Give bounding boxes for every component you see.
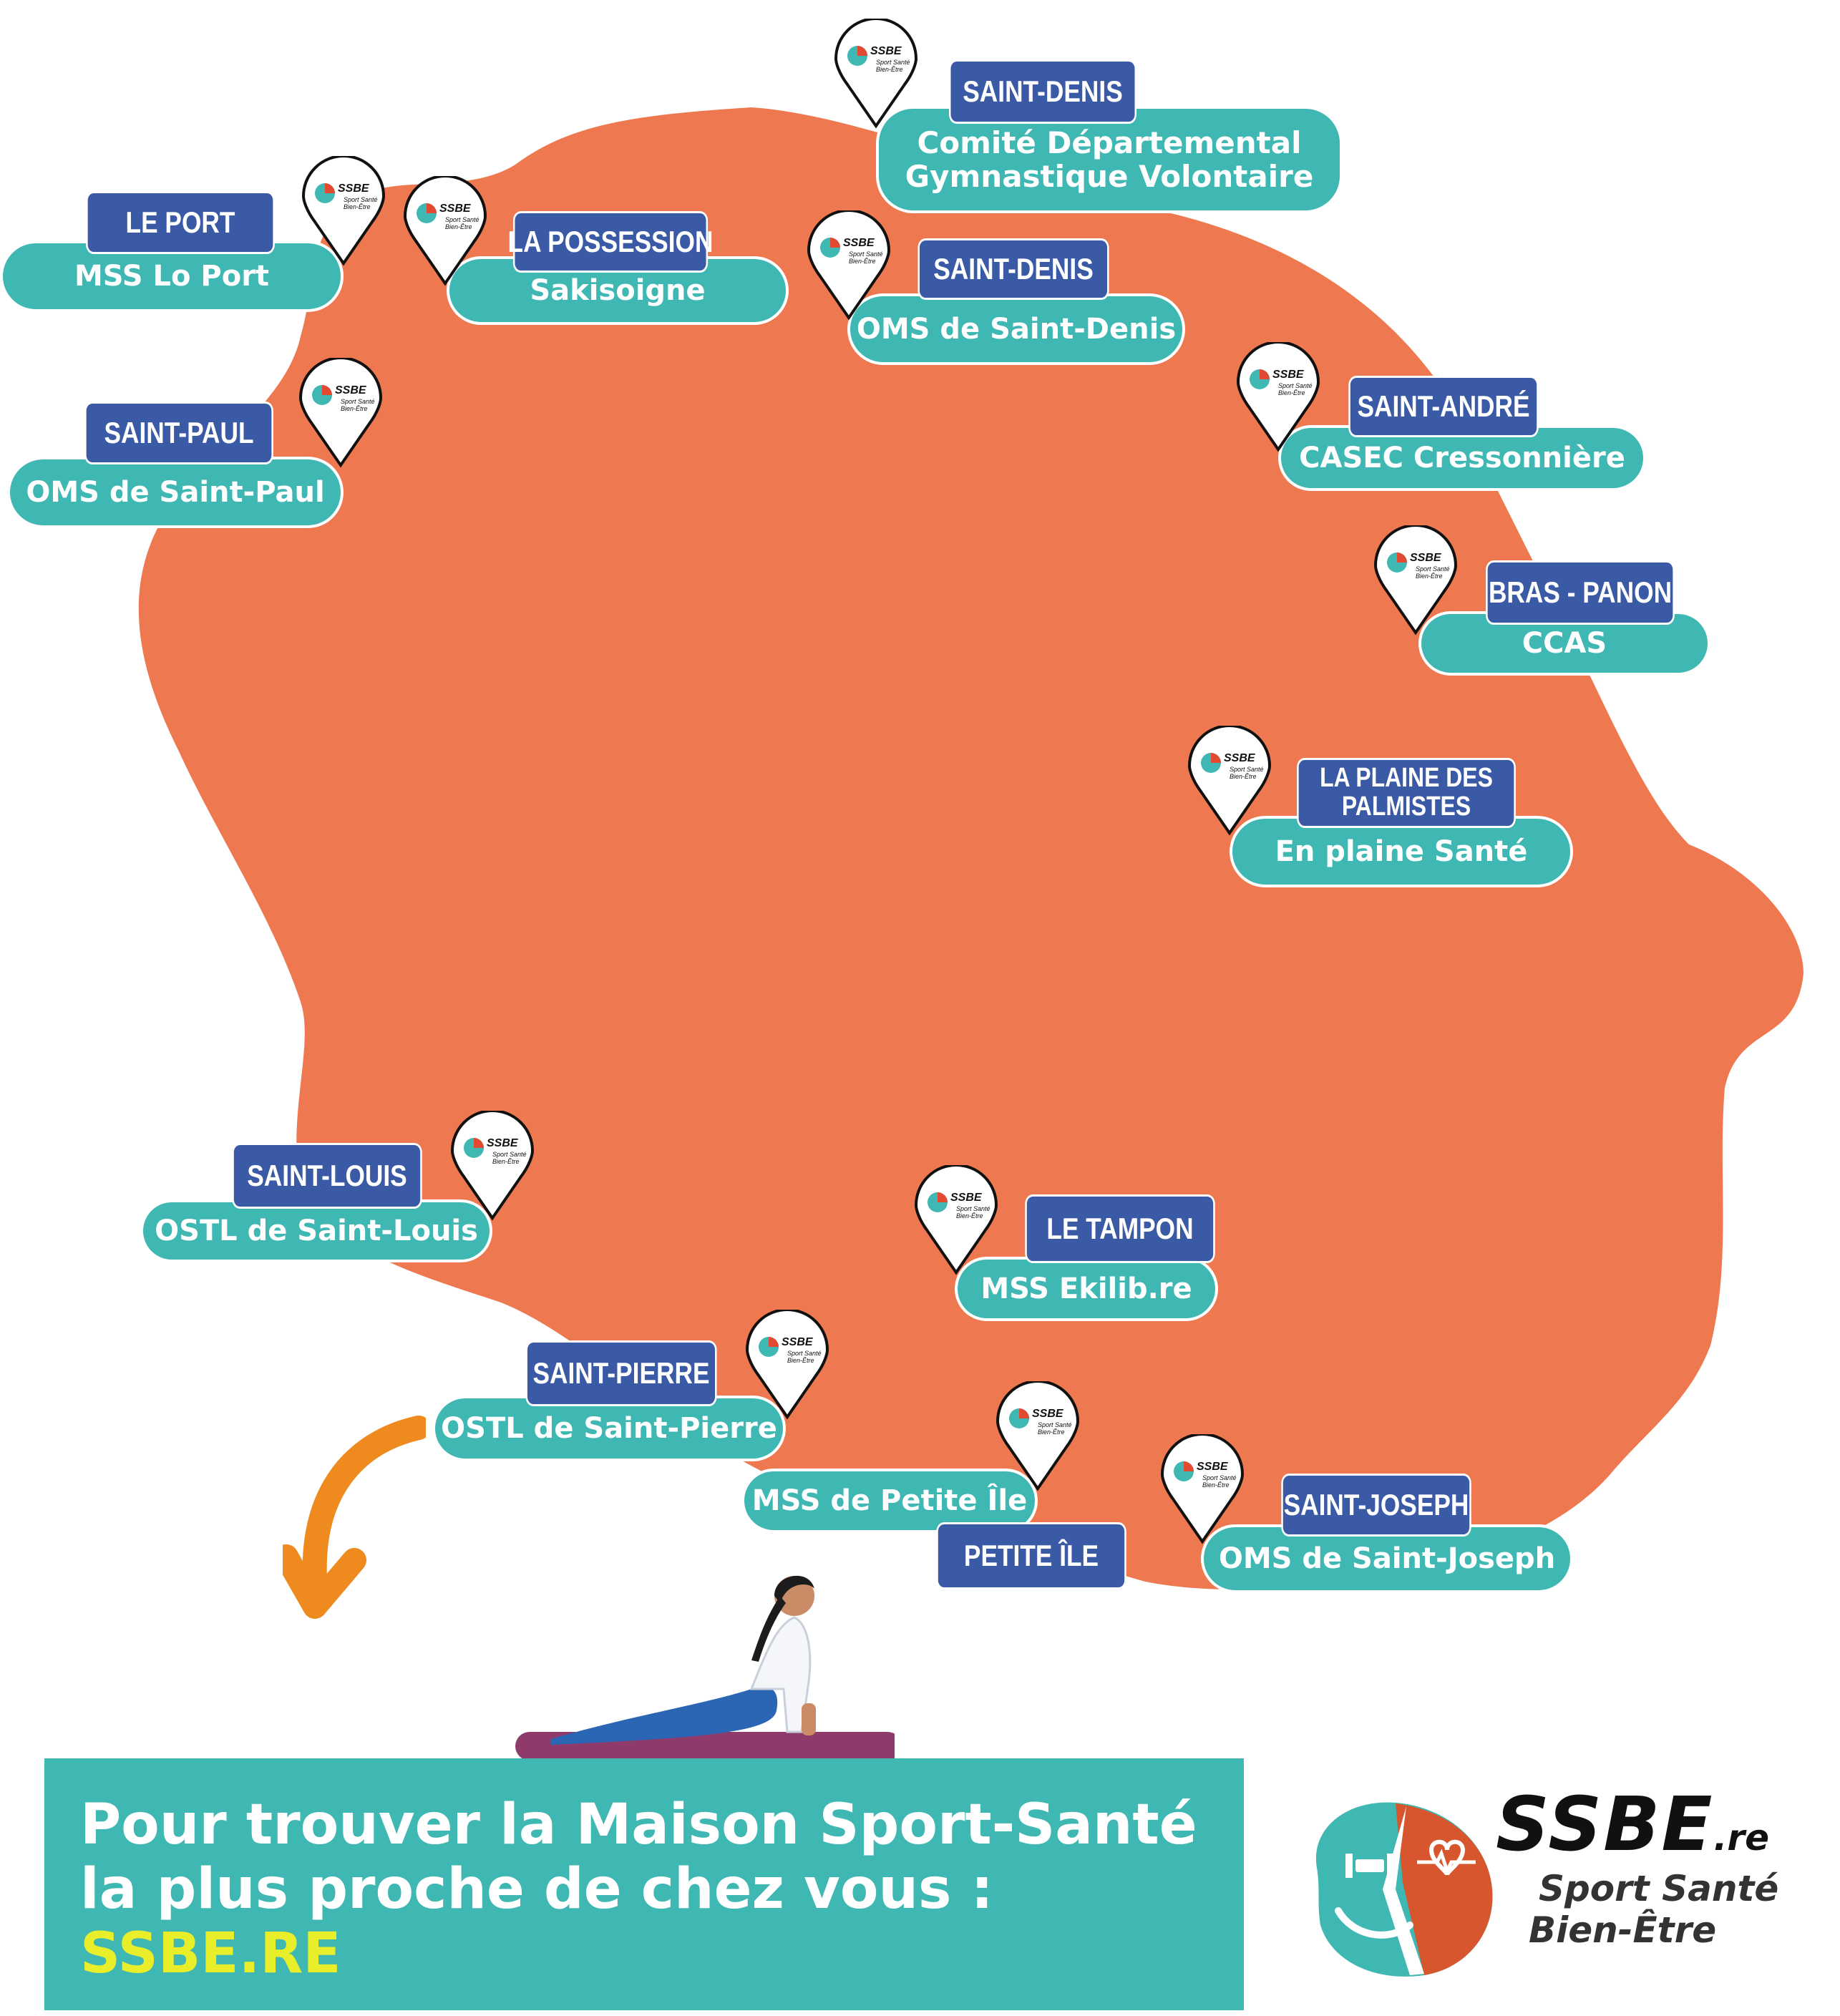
- banner-link[interactable]: SSBE.RE: [80, 1922, 341, 1986]
- pin-line2: Bien-Être: [876, 66, 903, 73]
- pin-line1: Sport Santé: [445, 216, 480, 223]
- ssbe-map-pin-icon[interactable]: SSBE Sport Santé Bien-Être: [1373, 525, 1459, 636]
- pin-line2: Bien-Être: [1038, 1428, 1065, 1436]
- logo-brand: SSBE.re: [1496, 1781, 1769, 1868]
- city-badge: LA PLAINE DES PALMISTES: [1298, 760, 1514, 826]
- org-badge: OMS de Saint-Paul: [10, 459, 341, 525]
- org-badge: Comité Départemental Gymnastique Volonta…: [879, 109, 1340, 210]
- pin-line1: Sport Santé: [1416, 565, 1450, 573]
- logo-tagline-1: Sport Santé: [1539, 1868, 1779, 1909]
- pin-brand: SSBE: [487, 1137, 519, 1149]
- ssbe-map-pin-icon[interactable]: SSBE Sport Santé Bien-Être: [1159, 1434, 1245, 1544]
- ssbe-map-pin-icon[interactable]: SSBE Sport Santé Bien-Être: [995, 1381, 1081, 1491]
- pin-line2: Bien-Être: [1230, 773, 1257, 780]
- city-badge: LE PORT: [87, 193, 273, 252]
- pin-brand: SSBE: [335, 384, 367, 396]
- org-badge: OSTL de Saint-Pierre: [435, 1398, 783, 1459]
- org-badge: OSTL de Saint-Louis: [143, 1202, 490, 1260]
- yoga-person-illustration: [515, 1575, 895, 1761]
- pin-line1: Sport Santé: [787, 1350, 822, 1357]
- org-badge: MSS de Petite Île: [744, 1471, 1035, 1530]
- pin-brand: SSBE: [439, 203, 472, 215]
- pin-line1: Sport Santé: [956, 1205, 990, 1212]
- pin-brand: SSBE: [870, 45, 902, 57]
- city-badge: LA POSSESSION: [508, 213, 713, 271]
- pin-line1: Sport Santé: [341, 398, 375, 405]
- banner-line-2: la plus proche de chez vous :: [80, 1857, 993, 1922]
- logo-tagline-2: Bien-Être: [1529, 1909, 1717, 1951]
- org-badge: CASEC Cressonnière: [1281, 428, 1643, 488]
- pin-line2: Bien-Être: [1202, 1481, 1230, 1489]
- pin-line2: Bien-Être: [344, 203, 371, 210]
- ssbe-map-pin-icon[interactable]: SSBE Sport Santé Bien-Être: [913, 1165, 999, 1275]
- pin-line2: Bien-Être: [787, 1357, 814, 1364]
- ssbe-map-pin-icon[interactable]: SSBE Sport Santé Bien-Être: [1235, 342, 1321, 452]
- org-badge: MSS Ekilib.re: [958, 1260, 1215, 1318]
- pin-brand: SSBE: [1224, 752, 1256, 764]
- ssbe-map-pin-icon[interactable]: SSBE Sport Santé Bien-Être: [449, 1111, 535, 1221]
- pin-line2: Bien-Être: [849, 258, 876, 265]
- org-badge: OMS de Saint-Joseph: [1204, 1527, 1570, 1590]
- ssbe-logo-mark-icon: [1315, 1802, 1493, 1977]
- pin-brand: SSBE: [843, 237, 875, 249]
- ssbe-logo[interactable]: SSBE.re Sport Santé Bien-Être: [1288, 1768, 1804, 2004]
- ssbe-map-pin-icon[interactable]: SSBE Sport Santé Bien-Être: [806, 210, 892, 321]
- city-badge: PETITE ÎLE: [938, 1524, 1125, 1587]
- city-badge: SAINT-PIERRE: [527, 1343, 716, 1404]
- pin-brand: SSBE: [1410, 552, 1442, 564]
- city-badge: SAINT-DENIS: [950, 62, 1135, 122]
- pin-line1: Sport Santé: [344, 196, 378, 203]
- pin-line1: Sport Santé: [1038, 1421, 1072, 1428]
- pin-line2: Bien-Être: [1416, 573, 1443, 580]
- pin-brand: SSBE: [1032, 1408, 1064, 1420]
- pin-line1: Sport Santé: [492, 1151, 527, 1158]
- city-badge: LE TAMPON: [1026, 1197, 1214, 1261]
- pin-line2: Bien-Être: [445, 223, 472, 230]
- city-badge: SAINT-JOSEPH: [1282, 1476, 1470, 1534]
- ssbe-map-pin-icon[interactable]: SSBE Sport Santé Bien-Être: [402, 176, 488, 286]
- pin-line1: Sport Santé: [849, 250, 883, 258]
- ssbe-map-pin-icon[interactable]: SSBE Sport Santé Bien-Être: [1187, 726, 1272, 836]
- curved-arrow-icon: [283, 1416, 426, 1619]
- city-badge: SAINT-LOUIS: [233, 1145, 421, 1207]
- pin-line2: Bien-Être: [492, 1158, 520, 1165]
- city-badge: SAINT-ANDRÉ: [1350, 378, 1537, 435]
- ssbe-map-pin-icon[interactable]: SSBE Sport Santé Bien-Être: [298, 358, 384, 468]
- org-badge: OMS de Saint-Denis: [850, 296, 1182, 362]
- org-badge: En plaine Santé: [1232, 819, 1570, 885]
- pin-line1: Sport Santé: [1202, 1474, 1237, 1481]
- city-badge: SAINT-DENIS: [919, 240, 1108, 298]
- pin-line2: Bien-Être: [956, 1212, 983, 1219]
- pin-brand: SSBE: [1272, 369, 1305, 381]
- org-badge: Sakisoigne: [449, 259, 786, 322]
- pin-line1: Sport Santé: [1278, 382, 1313, 389]
- pin-brand: SSBE: [950, 1192, 983, 1204]
- pin-line1: Sport Santé: [876, 59, 910, 66]
- pin-brand: SSBE: [338, 182, 370, 195]
- pin-brand: SSBE: [782, 1336, 814, 1348]
- ssbe-map-pin-icon[interactable]: SSBE Sport Santé Bien-Être: [301, 156, 386, 266]
- city-badge: SAINT-PAUL: [86, 404, 272, 462]
- call-to-action-banner: Pour trouver la Maison Sport-Santé la pl…: [44, 1758, 1244, 2010]
- ssbe-map-pin-icon[interactable]: SSBE Sport Santé Bien-Être: [744, 1310, 830, 1420]
- org-badge: CCAS: [1421, 614, 1708, 673]
- pin-brand: SSBE: [1197, 1461, 1229, 1473]
- banner-line-1: Pour trouver la Maison Sport-Santé: [80, 1793, 1197, 1857]
- org-badge: MSS Lo Port: [3, 243, 341, 309]
- pin-line2: Bien-Être: [341, 405, 368, 412]
- pin-line2: Bien-Être: [1278, 389, 1305, 396]
- city-badge: BRAS - PANON: [1487, 563, 1673, 623]
- pin-line1: Sport Santé: [1230, 766, 1264, 773]
- ssbe-map-pin-icon[interactable]: SSBE Sport Santé Bien-Être: [833, 19, 919, 129]
